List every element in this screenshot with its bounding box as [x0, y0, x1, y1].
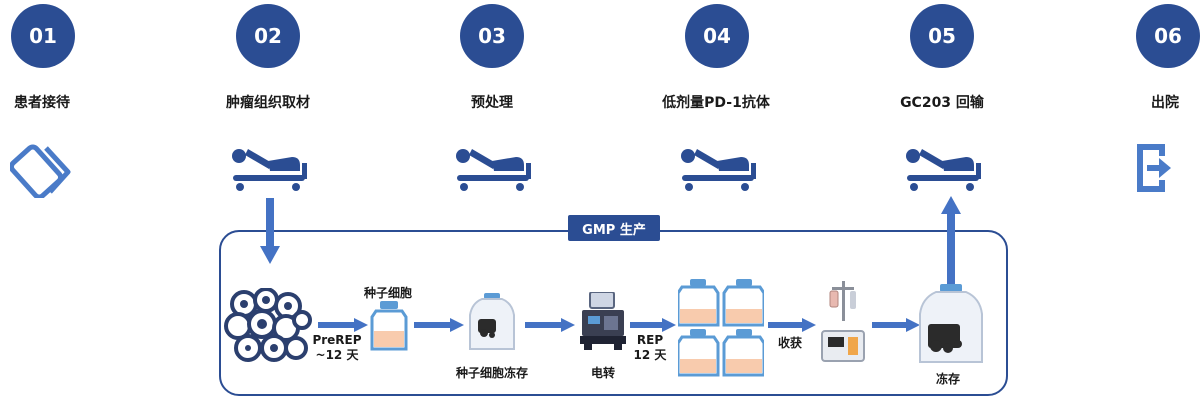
- arrow-right-icon: [872, 318, 920, 332]
- card-icon: [10, 144, 71, 198]
- cryo-tank-icon: [469, 293, 515, 350]
- cell-culture-bottle-icon: [370, 301, 408, 351]
- step-04-label: 低剂量PD-1抗体: [662, 95, 770, 111]
- electroporator-icon: [580, 292, 626, 350]
- step-05-label: GC203 回输: [900, 95, 984, 111]
- freeze-label: 冻存: [935, 372, 961, 386]
- step-02-circle: 02: [236, 4, 300, 68]
- step-01-circle: 01: [11, 4, 75, 68]
- rep-label: REP 12 天: [634, 333, 667, 363]
- arrow-right-icon: [318, 318, 368, 332]
- arrow-right-icon: [630, 318, 676, 332]
- patient-bed-icon: [906, 149, 981, 191]
- arrow-right-icon: [414, 318, 464, 332]
- harvest-device-icon: [821, 281, 865, 362]
- prerep-label-line1: PreREP: [312, 333, 362, 347]
- step-05-circle: 05: [910, 4, 974, 68]
- rep-label-line2: 12 天: [633, 348, 667, 362]
- arrow-down-icon: [260, 198, 280, 264]
- arrow-right-icon: [768, 318, 816, 332]
- cryo-tank-icon: [919, 284, 983, 363]
- arrow-right-icon: [525, 318, 575, 332]
- patient-bed-icon: [456, 149, 531, 191]
- step-02-label: 肿瘤组织取材: [226, 95, 310, 111]
- step-01-label: 患者接待: [14, 95, 70, 111]
- patient-bed-icon: [681, 149, 756, 191]
- tumor-cells-icon: [224, 288, 312, 362]
- step-03-circle: 03: [460, 4, 524, 68]
- step-04-circle: 04: [685, 4, 749, 68]
- step-03-label: 预处理: [471, 95, 513, 111]
- step-06-circle: 06: [1136, 4, 1200, 68]
- seed-freeze-label: 种子细胞冻存: [455, 366, 529, 380]
- patient-bed-icon: [232, 149, 307, 191]
- arrow-up-icon: [941, 196, 961, 288]
- step-06-label: 出院: [1151, 95, 1179, 111]
- electroporation-label: 电转: [590, 366, 616, 380]
- harvest-label: 收获: [777, 336, 803, 350]
- prerep-label-line2: ~12 天: [315, 348, 359, 362]
- gmp-title: GMP 生产: [568, 215, 660, 241]
- exit-icon: [1137, 144, 1171, 192]
- seed-cells-label: 种子细胞: [363, 286, 413, 300]
- cell-expansion-bottles-icon: [678, 279, 764, 377]
- prerep-label: PreREP ~12 天: [312, 333, 361, 363]
- rep-label-line1: REP: [636, 333, 664, 347]
